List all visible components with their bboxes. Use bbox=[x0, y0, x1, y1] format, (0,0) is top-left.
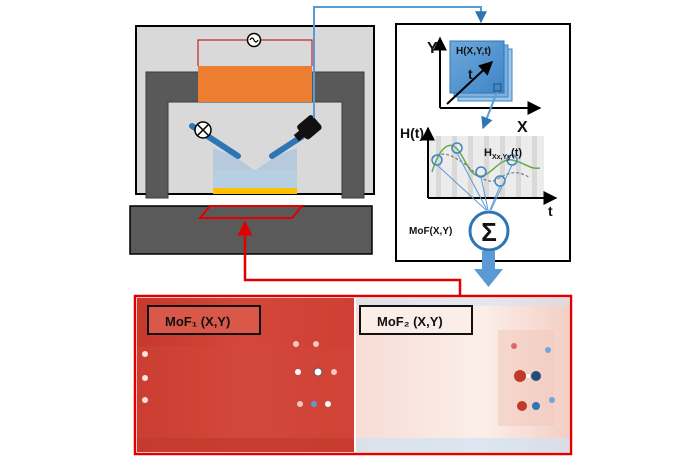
heater-block bbox=[198, 66, 312, 102]
feedback-arrow bbox=[237, 220, 462, 295]
sample-region bbox=[197, 205, 305, 219]
pixel-signal-sub: Xx,Yy bbox=[492, 154, 511, 161]
sum-node bbox=[468, 210, 510, 252]
map-right-label-text: MoF₂ (X,Y) bbox=[377, 314, 443, 329]
setup-schematic bbox=[129, 25, 375, 255]
output-label: MoF(X,Y) bbox=[409, 226, 452, 237]
signal-curve-green bbox=[431, 144, 541, 177]
signal-axis-label: H(t) bbox=[400, 125, 424, 141]
output-arrow bbox=[474, 251, 503, 287]
pixel-signal-main: H bbox=[484, 147, 492, 159]
axis-y-label: Y bbox=[427, 40, 438, 57]
sample bbox=[213, 188, 297, 194]
time-axis-label: t bbox=[548, 203, 553, 219]
map-left-label-text: MoF₁ (X,Y) bbox=[165, 314, 231, 329]
sum-symbol: Σ bbox=[481, 217, 497, 247]
pixel-signal-arg: (t) bbox=[511, 147, 522, 159]
map-right-label: MoF₂ (X,Y) bbox=[359, 305, 473, 335]
map-left-label: MoF₁ (X,Y) bbox=[147, 305, 261, 335]
analysis-panel: Y X t H(X,Y,t) H(t) t bbox=[395, 23, 571, 262]
camera-icon bbox=[293, 115, 322, 142]
camera-to-analysis-arrow bbox=[313, 6, 487, 118]
axis-x-label: X bbox=[517, 119, 528, 136]
signal-curve-dashed bbox=[431, 153, 531, 182]
stage-block bbox=[129, 205, 373, 255]
pixel-signal-label: HXx,Yy(t) bbox=[484, 147, 522, 161]
pixel-marker bbox=[493, 83, 502, 92]
axis-t-label: t bbox=[468, 66, 473, 82]
chamber bbox=[135, 25, 375, 195]
stack-label: H(X,Y,t) bbox=[456, 46, 491, 57]
